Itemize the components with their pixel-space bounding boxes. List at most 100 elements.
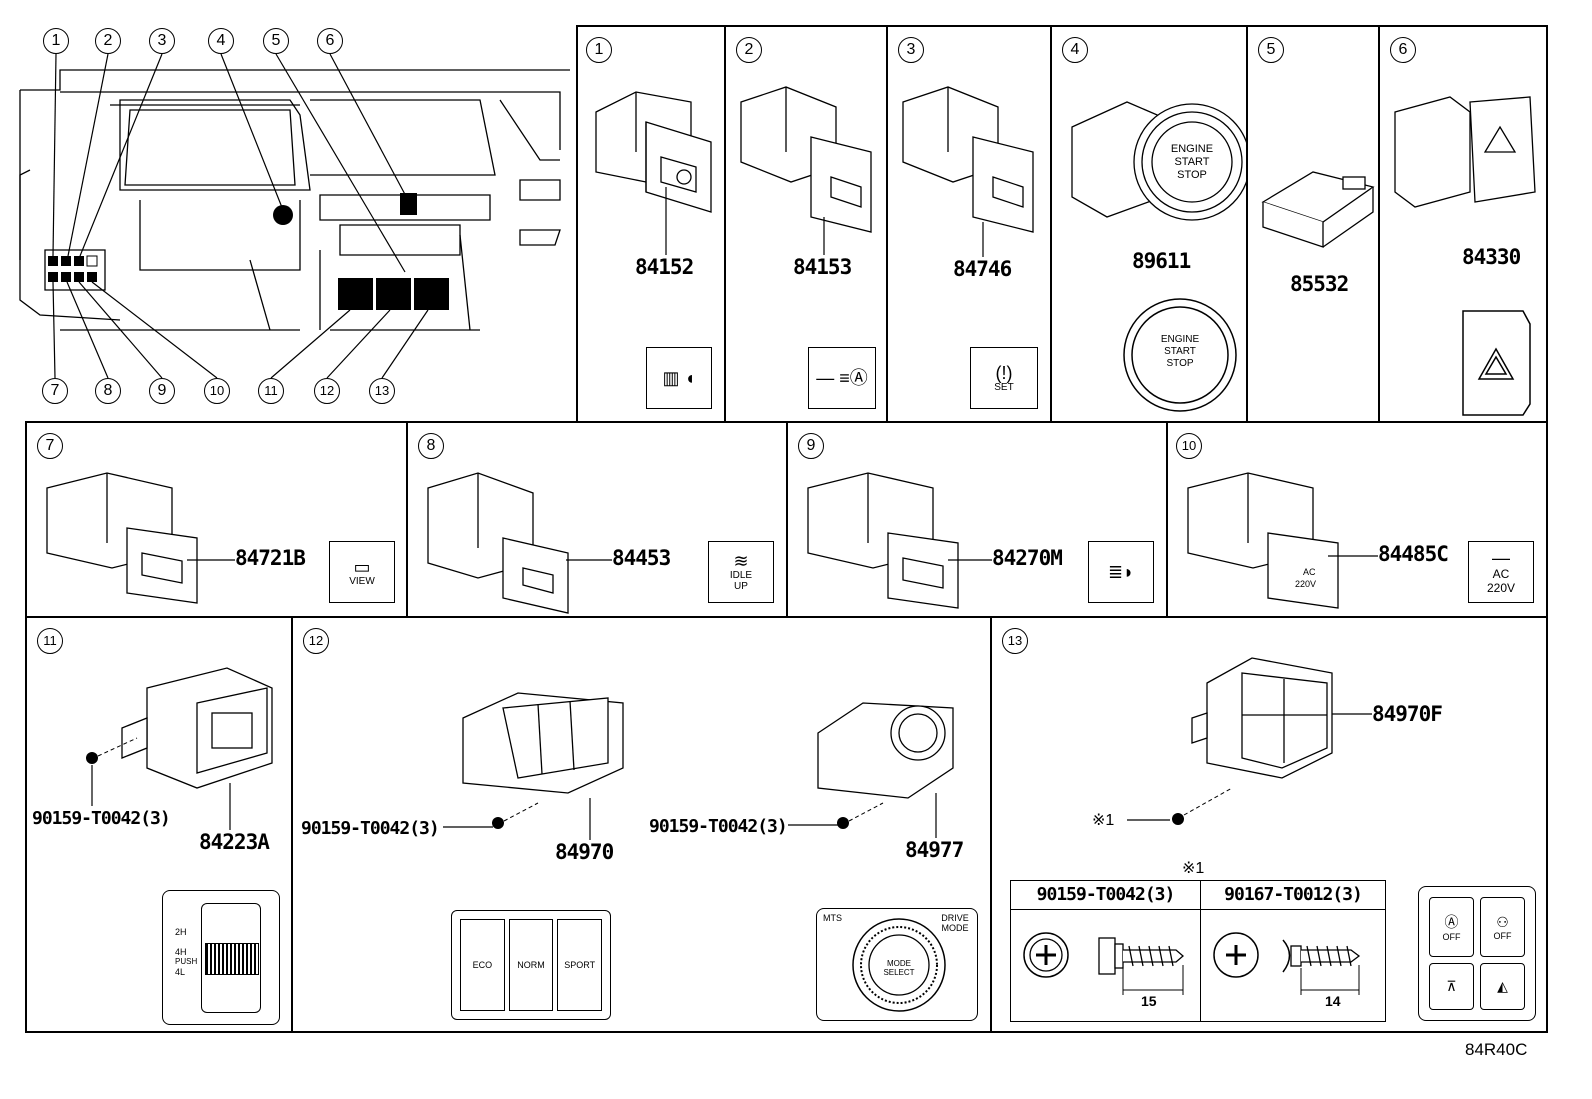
ac-label: AC <box>1492 567 1510 581</box>
part-number-84152: 84152 <box>635 255 694 279</box>
fastener-col-1: 90159-T0042(3) 15 <box>1011 881 1201 1021</box>
engine-start-switch-drawing: ENGINE START STOP <box>1071 101 1251 221</box>
leader-84153 <box>823 217 825 255</box>
traction-off-button: ⚇OFF <box>1480 897 1525 957</box>
panel-1-number: 1 <box>586 37 612 63</box>
callout-12: 12 <box>314 378 340 404</box>
sport-label: SPORT <box>564 960 596 970</box>
4wd-selector-knob <box>205 943 259 975</box>
part-number-84970F: 84970F <box>1372 702 1443 726</box>
callout-2: 2 <box>95 28 121 54</box>
4wd-selector-face: 2H 4H PUSH 4L <box>162 890 280 1025</box>
panel-5-number: 5 <box>1258 37 1284 63</box>
bolt-drawing-1 <box>1023 932 1184 995</box>
fastener-col-2: 90167-T0012(3) 14 <box>1201 881 1385 1021</box>
callout-8: 8 <box>95 378 121 404</box>
hazard-triangle-icon <box>1477 347 1515 380</box>
panel-1: 1 84152 ▥ ◖ <box>576 25 726 423</box>
engine-start-button-face <box>1123 298 1237 412</box>
fastener-2-part: 90167-T0012(3) <box>1201 881 1385 910</box>
switch-ac-text: AC <box>1303 567 1316 577</box>
ac-220v-icon: — AC 220V <box>1468 541 1534 603</box>
panel-13: 13 84970F ※1 ※1 90159-T0042(3) <box>990 616 1548 1033</box>
switch-engine-text: ENGINE <box>1171 143 1213 155</box>
callout-4: 4 <box>208 28 234 54</box>
part-number-84746: 84746 <box>953 257 1012 281</box>
switch-84223A-drawing <box>121 667 273 789</box>
panel-4-number: 4 <box>1062 37 1088 63</box>
callout-6: 6 <box>317 28 343 54</box>
part-number-84330: 84330 <box>1462 245 1521 269</box>
switch-84721B-drawing <box>46 472 198 604</box>
panel-7: 7 84721B ▭VIEW <box>25 421 408 618</box>
part-number-84970: 84970 <box>555 840 614 864</box>
leader-90159-p11 <box>91 765 231 830</box>
switch-220v-text: 220V <box>1295 579 1316 589</box>
btn-engine: ENGINE <box>1160 334 1200 345</box>
switch-84746-drawing <box>902 86 1034 233</box>
fastener-1-part: 90159-T0042(3) <box>1011 881 1200 910</box>
fog-light-icon: ≣◗ <box>1088 541 1154 603</box>
part-number-89611: 89611 <box>1132 249 1191 273</box>
callout-11: 11 <box>258 378 284 404</box>
hazard-button-face <box>1462 310 1531 416</box>
drive-mode-buttons-face: ECO NORM SPORT <box>451 910 611 1020</box>
headlight-leveling-icon: ▥ ◖ <box>646 347 712 409</box>
part-number-84223A: 84223A <box>199 830 270 854</box>
panel-9: 9 84270M ≣◗ <box>786 421 1168 618</box>
switch-84270M-drawing <box>807 472 959 609</box>
panel-11: 11 90159-T0042(3) 84223A 2H 4H PUSH 4L <box>25 616 293 1033</box>
switch-84485C-drawing: AC 220V <box>1187 472 1339 609</box>
auto-off-label: OFF <box>1442 932 1461 942</box>
part-number-90159-p11: 90159-T0042(3) <box>32 808 171 829</box>
panel-10: 10 AC 220V 84485C — AC 220V <box>1166 421 1548 618</box>
panel-6-number: 6 <box>1390 37 1416 63</box>
switch-stop-text: STOP <box>1177 169 1207 181</box>
norm-label: NORM <box>517 960 545 970</box>
panel-6: 6 84330 <box>1378 25 1548 423</box>
fastener-table: 90159-T0042(3) 15 90167-T0012(3) <box>1010 880 1386 1022</box>
callout-13: 13 <box>369 378 395 404</box>
hill-descent-button: ◭ <box>1480 963 1525 1010</box>
screw-12b <box>837 802 884 829</box>
switch-84152-drawing <box>595 91 712 213</box>
switch-85532-drawing <box>1261 171 1375 248</box>
mode-select-dial-face: MTS DRIVE MODE MODE SELECT <box>816 908 978 1021</box>
mode-select-label: MODE SELECT <box>883 959 915 977</box>
part-number-90159-p12b: 90159-T0042(3) <box>649 816 788 837</box>
part-number-84485C: 84485C <box>1378 542 1449 566</box>
panel-13-number: 13 <box>1002 628 1028 654</box>
view-label: VIEW <box>349 575 375 587</box>
drive-mode-label: DRIVE MODE <box>941 913 969 933</box>
length-15: 15 <box>1141 993 1157 1009</box>
panel-12-number: 12 <box>303 628 329 654</box>
panel-8-number: 8 <box>418 433 444 459</box>
screw-12a <box>492 802 539 829</box>
length-14: 14 <box>1325 993 1341 1009</box>
callout-7: 7 <box>42 378 68 404</box>
bolt-drawing-2 <box>1213 932 1361 995</box>
panel-5: 5 85532 <box>1246 25 1380 423</box>
panel-11-number: 11 <box>37 628 63 654</box>
switch-84977-drawing <box>817 702 954 799</box>
leader-84970F <box>1127 713 1372 821</box>
leader-84485C <box>1328 555 1378 557</box>
switch-84453-drawing <box>427 472 569 614</box>
leader-84721B <box>187 559 235 561</box>
220v-label: 220V <box>1486 581 1516 595</box>
mode-select-dial <box>852 918 946 1012</box>
set-label: SET <box>994 381 1014 393</box>
screw-13 <box>1172 787 1233 825</box>
hazard-switch-drawing <box>1394 96 1536 208</box>
mode-4h: 4H <box>175 947 187 957</box>
callout-10: 10 <box>204 378 230 404</box>
panel-3: 3 84746 (!)SET <box>886 25 1052 423</box>
panel-4: 4 ENGINE START STOP 89611 ENGINE START S… <box>1050 25 1251 423</box>
mode-4l: 4L <box>175 967 186 977</box>
panel-2-number: 2 <box>736 37 762 63</box>
reference-mark: ※1 <box>1092 812 1115 829</box>
panel-2: 2 84153 — ≡Ⓐ <box>724 25 888 423</box>
